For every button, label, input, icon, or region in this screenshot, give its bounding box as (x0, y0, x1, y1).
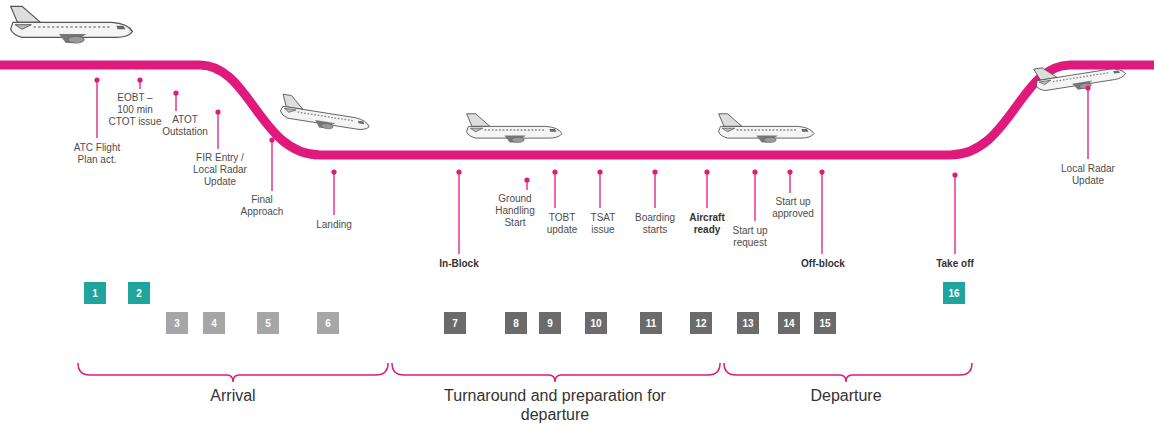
callout-number: 1 (92, 288, 98, 299)
leader-line (333, 172, 334, 215)
callout-number: 7 (452, 318, 458, 329)
leader-dot (524, 177, 529, 182)
callout-number: 12 (695, 318, 706, 329)
leader-line (96, 80, 97, 138)
milestone-number: 12 (690, 312, 712, 334)
callout-number: 9 (547, 318, 553, 329)
leader-dot (456, 169, 461, 174)
milestone-number: 9 (539, 312, 561, 334)
milestone-label: Off-block (793, 258, 853, 270)
phase-label: Turnaround and preparation for departure (410, 386, 700, 424)
leader-dot (597, 169, 602, 174)
leader-line (217, 112, 218, 149)
milestone-label: In-Block (429, 258, 489, 270)
leader-dot (173, 90, 178, 95)
milestone-number: 1 (84, 282, 106, 304)
leader-dot (215, 109, 220, 114)
leader-dot (269, 137, 274, 142)
milestone-label: EOBT – 100 min CTOT issue (108, 92, 162, 128)
milestone-label: TSAT issue (586, 212, 620, 236)
leader-dot (952, 172, 957, 177)
callout-number: 5 (265, 318, 271, 329)
leader-line (821, 172, 822, 254)
leader-dot (1085, 85, 1090, 90)
milestone-label: Final Approach (237, 194, 287, 218)
leader-dot (94, 77, 99, 82)
milestone-number: 8 (505, 312, 527, 334)
airplane-symbol (467, 114, 562, 143)
callout-number: 10 (590, 318, 601, 329)
phase-label: Departure (746, 386, 946, 405)
leader-line (954, 175, 955, 254)
flight-path (0, 65, 1154, 155)
leader-dot (552, 169, 557, 174)
callout-number: 11 (646, 318, 657, 329)
leader-line (599, 172, 600, 208)
milestone-number: 16 (943, 282, 965, 304)
milestone-label: Landing (309, 219, 359, 231)
milestone-label: Aircraft ready (685, 212, 729, 236)
milestone-number: 14 (778, 312, 800, 334)
leader-dot (787, 169, 792, 174)
leader-line (654, 172, 655, 208)
leader-line (458, 172, 459, 254)
milestone-number: 3 (166, 312, 188, 334)
milestone-pins (94, 77, 1090, 254)
phase-bracket (724, 363, 972, 382)
callout-number: 2 (136, 288, 142, 299)
leader-dot (652, 169, 657, 174)
phase-label: Arrival (133, 386, 333, 405)
airplane-symbol (1034, 55, 1127, 96)
leader-dot (752, 169, 757, 174)
airplane-symbol (11, 6, 133, 43)
leader-dot (137, 77, 142, 82)
milestone-label: Take off (925, 258, 985, 270)
milestone-label: ATOT Outstation (158, 114, 212, 138)
milestone-label: Boarding starts (632, 212, 678, 236)
airplane-symbol (279, 94, 372, 135)
leader-line (175, 93, 176, 111)
leader-line (706, 172, 707, 208)
callout-number: 6 (325, 318, 331, 329)
airplane-symbol (719, 114, 814, 143)
callout-number: 15 (819, 318, 830, 329)
leader-line (1087, 88, 1088, 159)
leader-dot (331, 169, 336, 174)
callout-number: 16 (948, 288, 959, 299)
milestone-number: 5 (257, 312, 279, 334)
milestone-label: ATC Flight Plan act. (68, 142, 126, 166)
milestone-number: 6 (317, 312, 339, 334)
phase-brackets (78, 363, 972, 382)
phase-bracket (392, 363, 720, 382)
phase-bracket (78, 363, 388, 382)
milestone-number: 2 (128, 282, 150, 304)
milestone-number: 15 (814, 312, 836, 334)
milestone-label: Start up approved (769, 196, 817, 220)
milestone-label: Ground Handling Start (491, 193, 539, 229)
milestone-label: Start up request (728, 225, 772, 249)
callout-number: 4 (211, 318, 217, 329)
leader-dot (704, 169, 709, 174)
leader-line (754, 172, 755, 221)
leader-dot (819, 169, 824, 174)
callout-number: 3 (174, 318, 180, 329)
leader-line (554, 172, 555, 208)
leader-line (789, 172, 790, 193)
milestone-number: 4 (203, 312, 225, 334)
milestone-number: 11 (640, 312, 662, 334)
callout-number: 13 (742, 318, 753, 329)
milestone-number: 13 (737, 312, 759, 334)
milestone-number: 7 (444, 312, 466, 334)
milestone-number: 10 (585, 312, 607, 334)
milestone-label: TOBT update (544, 212, 580, 236)
callout-number: 14 (783, 318, 794, 329)
milestone-label: Local Radar Update (1055, 163, 1121, 187)
milestone-label: FIR Entry / Local Radar Update (187, 152, 253, 188)
callout-number: 8 (513, 318, 519, 329)
leader-line (271, 140, 272, 191)
